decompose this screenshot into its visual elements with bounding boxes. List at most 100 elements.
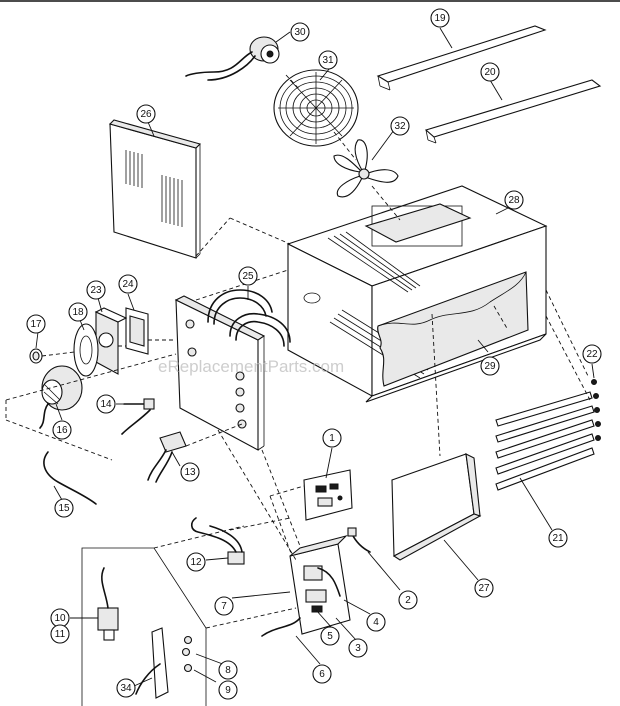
callout-circle [26,314,46,334]
callout-label: 17 [30,319,42,330]
assembly-dashed-lines [5,74,591,629]
callout-circle [348,638,368,658]
part-13-switch[interactable] [147,431,187,483]
callout-19[interactable]: 19 [430,8,450,28]
part-23-bracket[interactable] [94,307,128,375]
part-21-slats[interactable] [495,391,595,491]
callout-8[interactable]: 8 [218,660,238,680]
callouts: 1234567891011121314151617181920212223242… [26,8,602,700]
callout-18[interactable]: 18 [68,302,88,322]
callout-label: 32 [394,121,406,132]
part-19-rail[interactable] [376,25,547,91]
part-18-motor-plate[interactable] [73,323,99,377]
callout-circle [390,116,410,136]
control-box-assembly[interactable] [289,534,351,635]
callout-leaders [35,27,595,687]
part-15-wire[interactable] [43,451,97,505]
callout-1[interactable]: 1 [322,428,342,448]
callout-6[interactable]: 6 [312,664,332,684]
part-29-insulation[interactable] [377,271,529,387]
callout-circle [318,50,338,70]
part-22-screws[interactable] [591,379,601,441]
callout-circle [480,62,500,82]
callout-9[interactable]: 9 [218,680,238,700]
callout-26[interactable]: 26 [136,104,156,124]
side-panel-louvers [125,150,183,227]
callout-label: 28 [508,195,520,206]
callout-circle [320,626,340,646]
callout-16[interactable]: 16 [52,420,72,440]
callout-24[interactable]: 24 [118,274,138,294]
callout-label: 4 [373,617,379,628]
callout-11[interactable]: 11 [50,624,70,644]
callout-circle [548,528,568,548]
part-6-wire[interactable] [261,617,301,637]
part-34-bracket[interactable] [135,627,169,699]
callout-circle [582,344,602,364]
part-1-circuit-board[interactable] [303,469,353,521]
parts-8-9-fasteners[interactable] [181,635,193,673]
callout-30[interactable]: 30 [290,22,310,42]
callout-17[interactable]: 17 [26,314,46,334]
part-10-thermostat[interactable] [97,567,119,641]
part-26-side-panel[interactable] [108,119,202,259]
callout-label: 10 [54,613,66,624]
part-32-fan-blade[interactable] [333,139,399,198]
callout-label: 31 [322,55,334,66]
callout-34[interactable]: 34 [116,678,136,698]
callout-label: 2 [405,595,411,606]
part-14-sensor[interactable] [121,398,155,435]
callout-31[interactable]: 31 [318,50,338,70]
part-17-knob[interactable] [29,348,43,364]
callout-circle [118,274,138,294]
callout-label: 19 [434,13,446,24]
callout-22[interactable]: 22 [582,344,602,364]
callout-32[interactable]: 32 [390,116,410,136]
part-24-gasket[interactable] [125,307,149,355]
callout-13[interactable]: 13 [180,462,200,482]
callout-circle [430,8,450,28]
callout-label: 25 [242,271,254,282]
callout-circle [136,104,156,124]
callout-label: 6 [319,669,325,680]
callout-3[interactable]: 3 [348,638,368,658]
callout-circle [214,596,234,616]
callout-label: 8 [225,665,231,676]
callout-27[interactable]: 27 [474,578,494,598]
callout-2[interactable]: 2 [398,590,418,610]
callout-20[interactable]: 20 [480,62,500,82]
callout-15[interactable]: 15 [54,498,74,518]
callout-29[interactable]: 29 [480,356,500,376]
callout-label: 5 [327,631,333,642]
callout-label: 34 [120,683,132,694]
callout-label: 13 [184,467,196,478]
callout-label: 27 [478,583,490,594]
part-30-fan-motor[interactable] [185,36,280,81]
part-25-heating-element[interactable] [174,289,291,451]
callout-21[interactable]: 21 [548,528,568,548]
part-27-filter-panel[interactable] [391,453,482,561]
part-16-blower-motor[interactable] [39,365,83,429]
callout-circle [474,578,494,598]
callout-circle [322,428,342,448]
callout-23[interactable]: 23 [86,280,106,300]
callout-5[interactable]: 5 [320,626,340,646]
part-2-connector[interactable] [347,527,371,553]
callout-label: 30 [294,27,306,38]
callout-label: 23 [90,285,102,296]
callout-label: 22 [586,349,598,360]
callout-circle [186,552,206,572]
part-12-terminal-block[interactable] [190,517,245,565]
callout-12[interactable]: 12 [186,552,206,572]
callout-10[interactable]: 10 [50,608,70,628]
callout-28[interactable]: 28 [504,190,524,210]
callout-label: 16 [56,425,68,436]
part-20-rail[interactable] [424,79,602,144]
callout-14[interactable]: 14 [96,394,116,414]
callout-7[interactable]: 7 [214,596,234,616]
callout-circle [218,680,238,700]
callout-4[interactable]: 4 [366,612,386,632]
callout-25[interactable]: 25 [238,266,258,286]
part-31-fan-guard[interactable] [273,69,359,147]
